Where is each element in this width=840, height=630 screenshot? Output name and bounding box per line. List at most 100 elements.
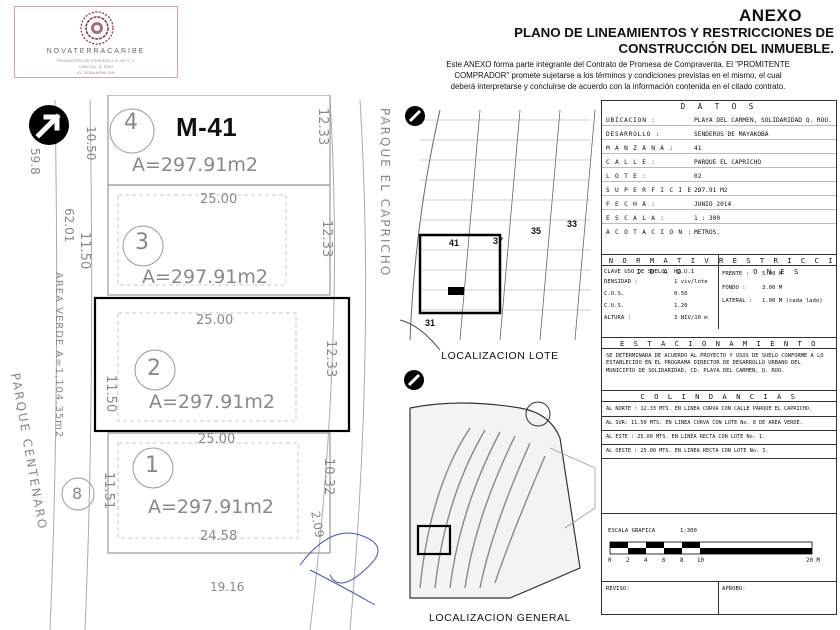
dim-left-b: 62.01 xyxy=(62,208,76,243)
norm-label-cus: C.U.S. xyxy=(604,303,625,309)
lot-3-area: A=297.91m2 xyxy=(142,266,268,288)
caption-localizacion-general: LOCALIZACION GENERAL xyxy=(428,612,572,624)
scale-tick-8: 8 xyxy=(680,558,684,564)
colindancia-este: AL ESTE : 25.00 MTS. EN LINEA RECTA CON … xyxy=(602,431,836,445)
datos-label: C A L L E : xyxy=(606,159,656,166)
datos-label: DESARROLLO : xyxy=(606,131,661,138)
norm-label-altura: ALTURA : xyxy=(604,315,631,321)
logo-mark-icon xyxy=(80,11,114,45)
map-label-41: 41 xyxy=(449,238,460,248)
restr-value-fondo: 3.00 M xyxy=(762,285,783,291)
dim-lot-3-width: 25.00 xyxy=(200,192,238,207)
datos-row-fecha: F E C H A :JUNIO 2014 xyxy=(602,199,836,210)
scale-tick-2: 2 xyxy=(626,558,630,564)
colindancia-label: AL ESTE : xyxy=(606,434,635,440)
caption-localizacion-lote: LOCALIZACION LOTE xyxy=(441,350,559,362)
datos-title: D A T O S xyxy=(680,102,758,111)
datos-row-desarrollo: DESARROLLO : SENDEROS DE MAYAKOBA xyxy=(602,129,836,140)
datos-label: E S C A L A : xyxy=(606,215,665,222)
colindancia-label: AL SUR: xyxy=(606,420,628,426)
colindancia-label: AL OESTE : xyxy=(606,448,638,454)
scale-bar xyxy=(609,541,813,555)
dim-lot-3-front: 11.50 xyxy=(77,232,92,270)
map-label-33: 33 xyxy=(567,219,578,229)
lot-3-number: 3 xyxy=(135,230,149,255)
aprobo-label: APROBO: xyxy=(722,586,746,592)
estacionamiento-line-3: MUNICIPIO DE SOLIDARIDAD, CD. PLAYA DEL … xyxy=(606,367,785,374)
colindancias-title: C O L I N D A N C I A S xyxy=(602,390,836,402)
plan-title: PLANO DE LINEAMIENTOS Y RESTRICCIONES DE… xyxy=(414,25,834,57)
norm-label-clave: CLAVE USO DE SUELO: xyxy=(604,269,668,275)
dim-lot-2-back: 12.33 xyxy=(323,340,338,378)
intro-text: Este ANEXO forma parte integrante del Co… xyxy=(400,60,836,92)
datos-value: 41 xyxy=(694,145,702,152)
lot-1-number: 1 xyxy=(145,453,159,478)
datos-row-ubicacion: UBICACION : PLAYA DEL CARMEN, SOLIDARIDAD… xyxy=(602,115,836,126)
datos-label: L O T E : xyxy=(606,173,647,180)
lot-3-setback xyxy=(117,194,287,286)
lot-4-area: A=297.91m2 xyxy=(132,154,258,176)
datos-label: M A N Z A N A : xyxy=(606,145,674,152)
datos-panel: D A T O S UBICACION : PLAYA DEL CARMEN, S… xyxy=(601,100,837,615)
lot-1-outline xyxy=(107,432,331,554)
dim-lot-1-front: 11.51 xyxy=(101,472,116,510)
dim-left-a: 59.8 xyxy=(28,148,42,175)
logo-line-2: CANCÚN, Q. ROO xyxy=(78,65,114,69)
norm-value-cos: 0.50 xyxy=(674,291,688,297)
colindancia-value: 11.50 MTS. EN LINEA CURVA CON LOTE No. 8… xyxy=(631,420,803,426)
datos-value: 1 : 300 xyxy=(694,215,721,222)
signature-divider xyxy=(718,582,719,614)
datos-value: PARQUE EL CAPRICHO xyxy=(694,159,762,166)
datos-label: S U P E R F I C I E : xyxy=(606,187,702,194)
localizacion-lote-map xyxy=(400,100,600,350)
estacionamiento-text: SE DETERMINARA DE ACUERDO AL PROYECTO Y … xyxy=(606,353,832,375)
signature-block: REVISO: APROBO: xyxy=(602,581,836,614)
logo-brand: NOVATERRACARIBE xyxy=(46,48,146,55)
datos-value: SENDEROS DE MAYAKOBA xyxy=(694,131,769,138)
colindancia-value: 25.00 MTS. EN LINEA RECTA CON LOTE No. 3… xyxy=(640,448,769,454)
street-parque-el-capricho: PARQUE EL CAPRICHO xyxy=(378,108,392,278)
datos-label: F E C H A : xyxy=(606,201,656,208)
colindancia-value: 25.00 MTS. EN LINEA RECTA CON LOTE No. 1… xyxy=(637,434,766,440)
intro-line-2: COMPRADOR" promete sujetarse a los térmi… xyxy=(454,70,782,80)
datos-row-escala: E S C A L A : 1 : 300 xyxy=(602,213,836,224)
colindancia-norte: AL NORTE : 12.33 MTS. EN LINEA CURVA CON… xyxy=(602,403,836,417)
lot-2-circle xyxy=(134,349,176,391)
dim-bottom: 19.16 xyxy=(210,580,245,594)
lot-8-circle xyxy=(61,477,95,511)
highlight-box xyxy=(418,233,502,315)
escala-grafica-block: ESCALA GRAFICA 1:300 0 2 4 6 8 10 20 M xyxy=(602,513,836,573)
dim-lot-2-width: 25.00 xyxy=(196,313,234,328)
datos-row-superficie: S U P E R F I C I E :297.91 M2 xyxy=(602,185,836,196)
lot-1-circle xyxy=(132,447,174,489)
map-label-35: 35 xyxy=(531,226,542,236)
lot-3-circle xyxy=(122,225,164,267)
scale-tick-4: 4 xyxy=(644,558,648,564)
normatividad-divider xyxy=(718,254,719,329)
anexo-title: ANEXO xyxy=(739,6,802,25)
dim-lot-4-back: 12.33 xyxy=(315,108,330,146)
intro-line-3: deberá interpretarse y concluirse de acu… xyxy=(450,81,786,91)
colindancia-value: 12.33 MTS. EN LINEA CURVA CON CALLE PARQ… xyxy=(640,406,813,412)
restr-value-lateral: 1.00 M (cada lado) xyxy=(762,298,823,304)
norm-value-cus: 1.20 xyxy=(674,303,688,309)
lot-1-setback xyxy=(117,442,299,539)
plan-title-line-2: CONSTRUCCIÓN DEL INMUEBLE. xyxy=(618,41,834,56)
dim-lot-1-back: 10.32 xyxy=(321,458,336,496)
normatividad-title: N O R M A T I V I D A D xyxy=(602,254,718,276)
datos-label: UBICACION : xyxy=(606,117,656,124)
colindancia-label: AL NORTE : xyxy=(606,406,638,412)
restr-label-lateral: LATERAL : xyxy=(722,298,753,304)
scale-tick-10: 10 xyxy=(697,558,704,564)
dim-lot-2-front: 11.50 xyxy=(103,375,118,413)
estacionamiento-title: E S T A C I O N A M I E N T O xyxy=(602,337,836,349)
datos-value: METROS. xyxy=(694,229,721,236)
colindancia-oeste: AL OESTE : 25.00 MTS. EN LINEA RECTA CON… xyxy=(602,445,836,459)
datos-value: PLAYA DEL CARMEN, SOLIDARIDAD Q. ROO. xyxy=(694,117,832,124)
lot-2-area: A=297.91m2 xyxy=(149,391,275,413)
estacionamiento-line-1: SE DETERMINARA DE ACUERDO AL PROYECTO Y … xyxy=(606,353,824,359)
lot-2-number: 2 xyxy=(147,356,161,381)
logo-line-1: PROMOTORA DE VIVIENDA S.A. DE C.V. xyxy=(56,59,136,63)
intro-line-1: Este ANEXO forma parte integrante del Co… xyxy=(446,60,790,69)
lot-2-setback xyxy=(117,312,297,422)
